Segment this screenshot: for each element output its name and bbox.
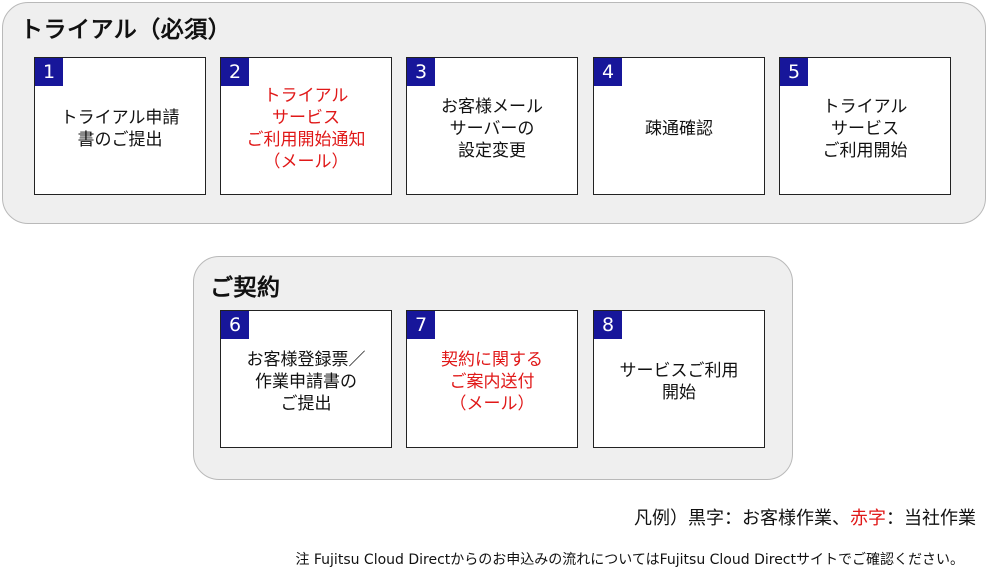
step-8-number-badge: 8: [594, 311, 622, 339]
step-5-number-badge: 5: [780, 58, 808, 86]
step-7-box: 7 契約に関する ご案内送付 （メール）: [406, 310, 578, 448]
step-3-label: お客様メール サーバーの 設定変更: [441, 97, 543, 161]
legend: 凡例）黒字：お客様作業、赤字：当社作業: [634, 504, 976, 530]
legend-suffix: ：当社作業: [886, 508, 976, 529]
step-4-number-badge: 4: [594, 58, 622, 86]
legend-prefix: 凡例）黒字：お客様作業、: [634, 508, 850, 529]
step-1-box: 1 トライアル申請 書のご提出: [34, 57, 206, 195]
legend-red-word: 赤字: [850, 508, 886, 529]
trial-group-title: トライアル（必須）: [20, 17, 232, 43]
step-6-label: お客様登録票／ 作業申請書の ご提出: [246, 350, 366, 414]
step-5-label: トライアル サービス ご利用開始: [822, 97, 908, 161]
step-8-label: サービスご利用 開始: [619, 361, 739, 403]
step-2-box: 2 トライアル サービス ご利用開始通知 （メール）: [220, 57, 392, 195]
step-6-box: 6 お客様登録票／ 作業申請書の ご提出: [220, 310, 392, 448]
step-5-box: 5 トライアル サービス ご利用開始: [779, 57, 951, 195]
step-3-box: 3 お客様メール サーバーの 設定変更: [406, 57, 578, 195]
step-7-number-badge: 7: [407, 311, 435, 339]
contract-group-title: ご契約: [210, 275, 281, 301]
step-4-box: 4 疎通確認: [593, 57, 765, 195]
step-4-label: 疎通確認: [645, 119, 713, 139]
step-2-number-badge: 2: [221, 58, 249, 86]
footnote: 注 Fujitsu Cloud Directからのお申込みの流れについてはFuj…: [295, 552, 964, 568]
step-8-box: 8 サービスご利用 開始: [593, 310, 765, 448]
step-2-label: トライアル サービス ご利用開始通知 （メール）: [246, 86, 366, 172]
step-7-label: 契約に関する ご案内送付 （メール）: [441, 350, 543, 414]
step-1-label: トライアル申請 書のご提出: [60, 108, 180, 150]
step-1-number-badge: 1: [35, 58, 63, 86]
step-3-number-badge: 3: [407, 58, 435, 86]
step-6-number-badge: 6: [221, 311, 249, 339]
